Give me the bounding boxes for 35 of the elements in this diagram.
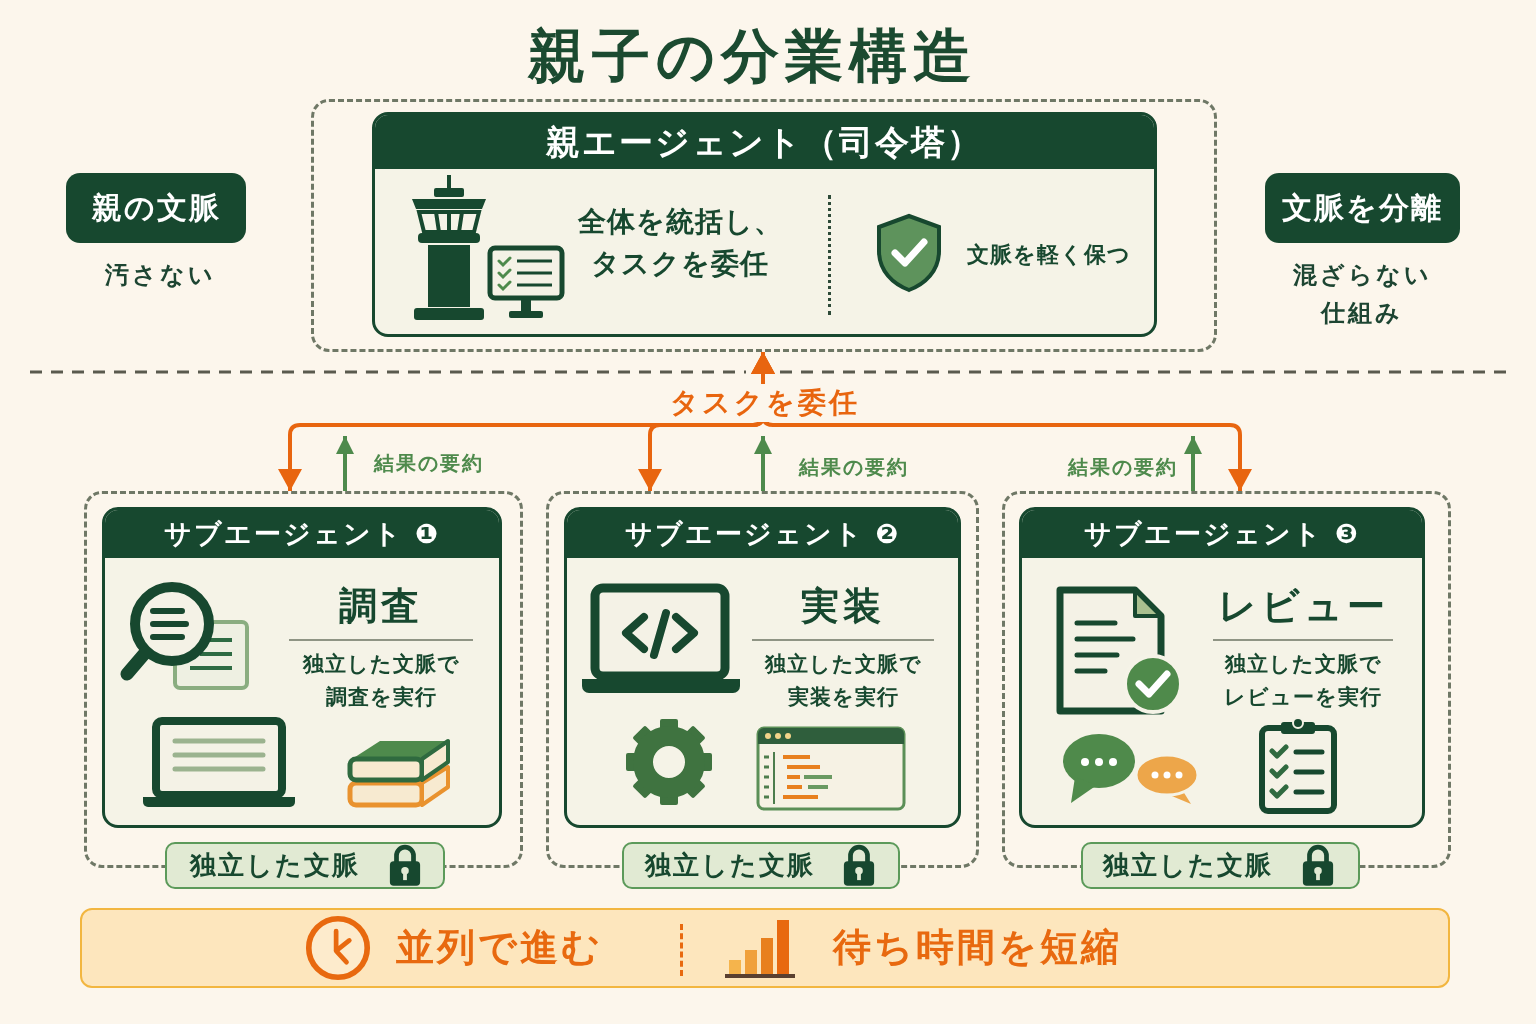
arrow xyxy=(336,436,354,491)
body-text: 全体を統括し、タスクを委任 xyxy=(576,204,784,282)
agent-card xyxy=(102,507,502,828)
arrow xyxy=(754,436,772,491)
tag-label: 独立した文脈 xyxy=(1103,849,1273,882)
context-tag xyxy=(1081,842,1360,889)
body-text: 文脈を軽く保つ xyxy=(967,241,1131,269)
arrow xyxy=(1184,436,1202,491)
summary-banner xyxy=(80,908,1450,988)
agent-card xyxy=(1019,507,1425,828)
card-header: サブエージェント ❷ xyxy=(567,510,958,558)
agent-card xyxy=(564,507,961,828)
card-header: サブエージェント ❶ xyxy=(105,510,499,558)
tag-label: 独立した文脈 xyxy=(645,849,815,882)
banner-text: 並列で進む xyxy=(396,924,603,970)
card-text: 独立した文脈でレビューを実行 xyxy=(1223,651,1383,711)
page-title: 親子の分業構造 xyxy=(527,21,977,92)
agent-card xyxy=(372,112,1157,337)
label-badge: 親の文脈 xyxy=(66,173,246,243)
caption-text: 汚さない xyxy=(104,260,216,291)
context-tag xyxy=(165,842,445,889)
arrow xyxy=(751,352,1252,491)
label-badge: 文脈を分離 xyxy=(1265,173,1460,243)
card-text: 独立した文脈で実装を実行 xyxy=(763,651,923,711)
context-tag xyxy=(622,842,900,889)
card-text: 独立した文脈で調査を実行 xyxy=(301,651,461,711)
dashed-frame xyxy=(311,99,1217,352)
caption-text: 混ざらない仕組み xyxy=(1292,260,1432,329)
card-title: レビュー xyxy=(1216,584,1390,628)
card-header: サブエージェント ❸ xyxy=(1022,510,1422,558)
banner-text: 待ち時間を短縮 xyxy=(833,924,1122,970)
card-header: 親エージェント（司令塔） xyxy=(375,115,1154,169)
card-title: 調査 xyxy=(338,584,424,628)
tag-label: 独立した文脈 xyxy=(190,849,360,882)
card-title: 実装 xyxy=(800,584,886,628)
